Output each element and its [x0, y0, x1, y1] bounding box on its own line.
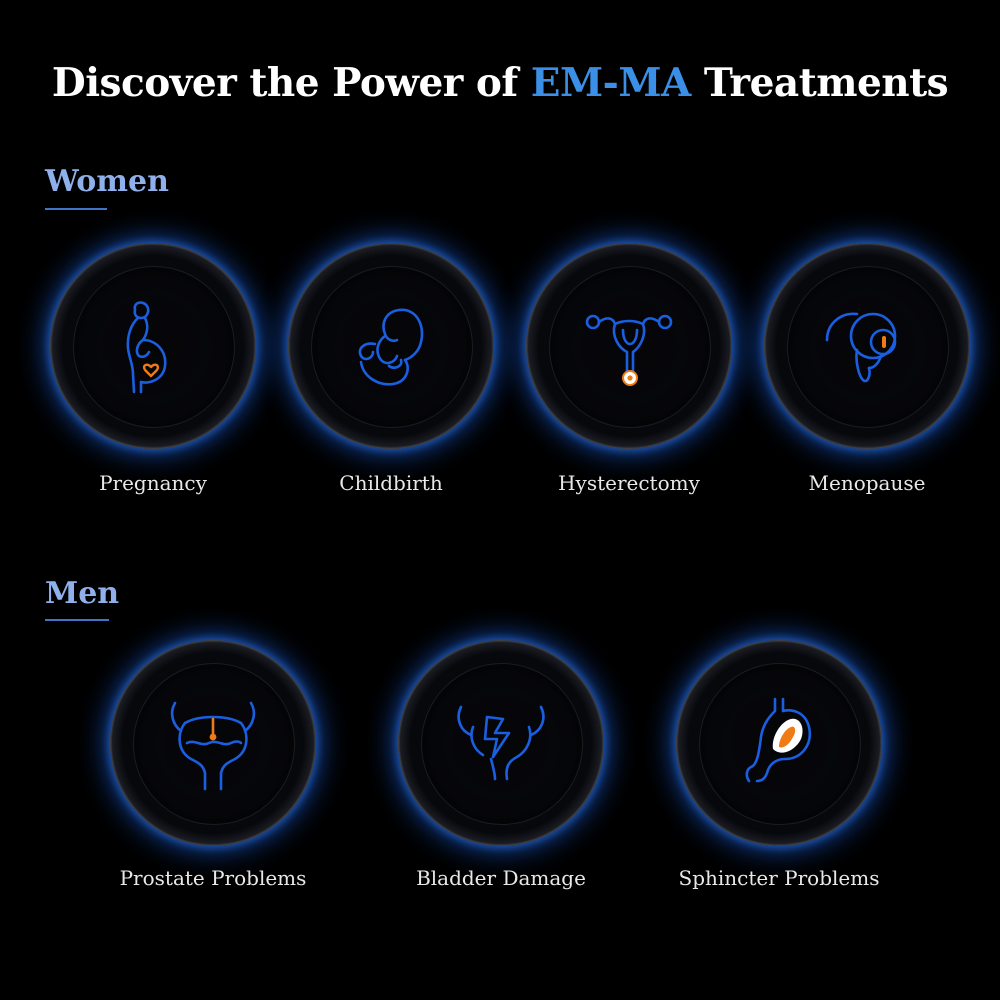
ring-frame — [764, 243, 970, 449]
treatment-label: Sphincter Problems — [678, 866, 880, 890]
page-title: Discover the Power of EM-MA Treatments — [0, 60, 1000, 106]
ring-frame — [50, 243, 256, 449]
uterus-icon — [585, 314, 673, 386]
treatment-label: Hysterectomy — [558, 471, 700, 495]
title-prefix: Discover the Power of — [51, 60, 531, 106]
ring-frame — [526, 243, 732, 449]
treatment-label: Childbirth — [339, 471, 443, 495]
treatment-label: Prostate Problems — [119, 866, 307, 890]
treatment-label: Menopause — [808, 471, 926, 495]
ring-frame — [676, 640, 882, 846]
stomach-icon — [745, 697, 812, 783]
ring-frame — [398, 640, 604, 846]
treatment-label: Bladder Damage — [416, 866, 586, 890]
ring-frame — [110, 640, 316, 846]
section-men-label: Men — [45, 576, 120, 611]
pregnancy-icon — [126, 301, 167, 394]
section-women-underline — [45, 208, 107, 210]
ovary-icon — [825, 312, 897, 383]
section-men-underline — [45, 619, 109, 621]
treatment-label: Pregnancy — [99, 471, 207, 495]
fetus-icon — [358, 308, 424, 386]
title-accent: EM-MA — [530, 60, 692, 106]
title-suffix: Treatments — [690, 60, 949, 106]
bladder-icon — [170, 701, 256, 791]
section-women-label: Women — [45, 164, 169, 199]
damaged-bladder-icon — [457, 705, 545, 781]
ring-frame — [288, 243, 494, 449]
